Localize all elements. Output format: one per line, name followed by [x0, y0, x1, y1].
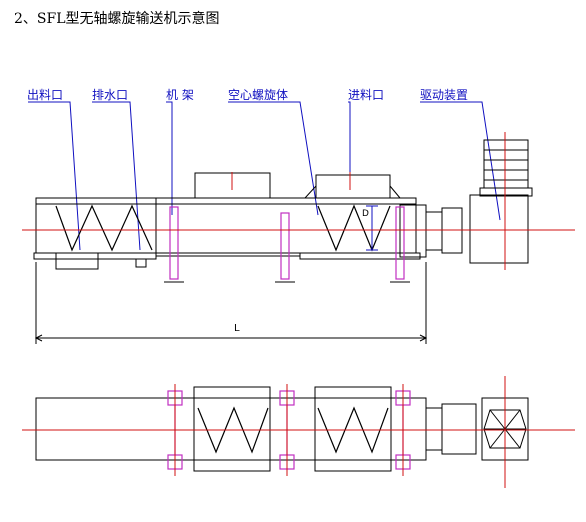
label-drain: 排水口 [92, 88, 129, 102]
length-dim [34, 262, 428, 344]
inlet-top [314, 386, 392, 472]
leader-drive [420, 101, 501, 221]
bottom-flange-left [33, 252, 157, 260]
leader-outlet [28, 101, 81, 251]
spiral-side [55, 204, 391, 252]
label-drive: 驱动装置 [420, 88, 469, 102]
reducer [469, 194, 529, 264]
label-outlet: 出料口 [27, 88, 64, 102]
side-view [33, 139, 540, 270]
leader-inlet [348, 101, 351, 178]
spiral-left [55, 204, 153, 252]
supports-side [169, 206, 405, 280]
spiral-right [317, 204, 391, 252]
trough-top [35, 397, 427, 461]
reducer-top [441, 403, 477, 455]
drain-port [135, 258, 147, 268]
spiral-top [197, 406, 389, 454]
leader-spiral [228, 101, 319, 216]
label-inlet: 进料口 [348, 88, 385, 102]
axis-top [22, 376, 575, 488]
diagram-title: 2、SFL型无轴螺旋输送机示意图 [14, 11, 220, 27]
label-frame: 机 架 [166, 88, 194, 102]
trough-body [35, 197, 417, 254]
diameter-label: D [362, 209, 369, 219]
diameter-dim [366, 205, 378, 251]
leader-frame [166, 101, 173, 215]
motor [483, 139, 529, 189]
outlet-box [55, 252, 99, 270]
leader-lines [28, 101, 501, 251]
label-spiral: 空心螺旋体 [228, 88, 289, 102]
bottom-flange-right [299, 252, 421, 260]
length-label: L [234, 323, 240, 334]
top-view [35, 386, 529, 472]
leader-drain [92, 101, 141, 251]
cover-top [193, 386, 271, 472]
support-1 [169, 206, 179, 280]
support-3 [395, 206, 405, 280]
inlet-hopper [315, 174, 391, 199]
axis-side [22, 132, 575, 270]
support-2 [280, 212, 290, 280]
